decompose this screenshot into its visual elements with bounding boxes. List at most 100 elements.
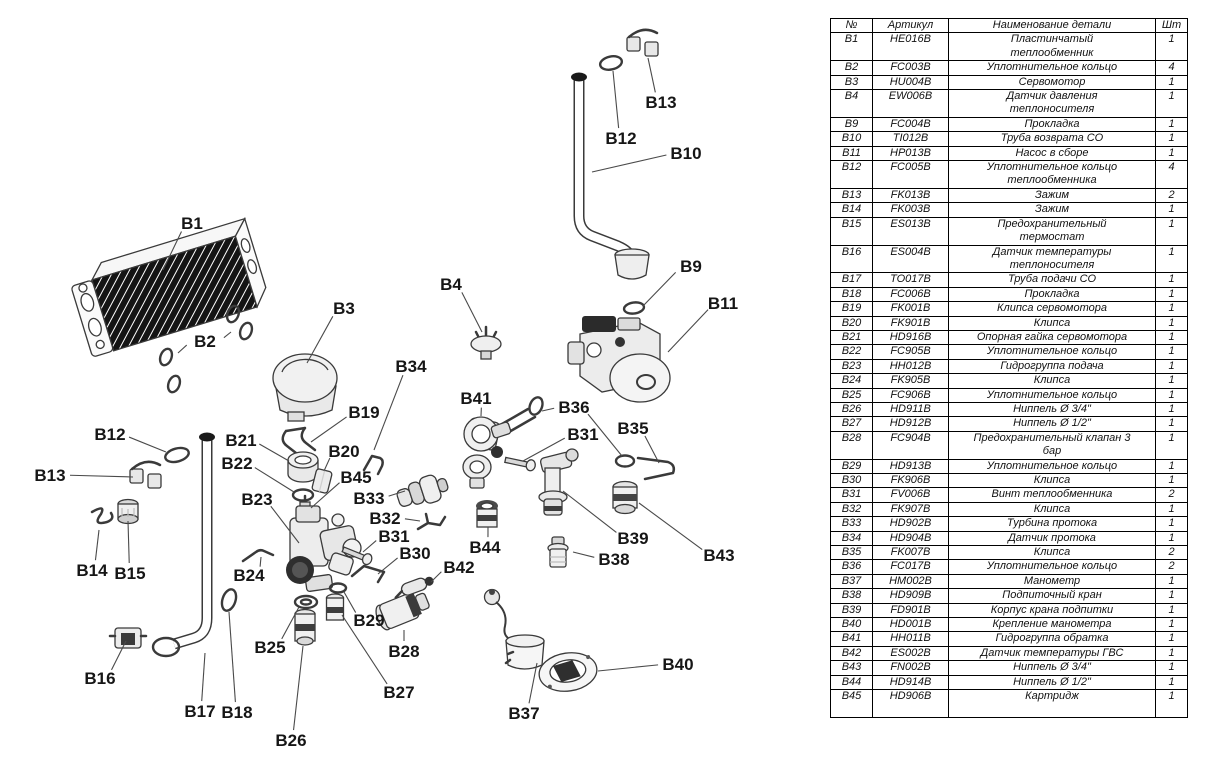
cell-no: B31 bbox=[831, 488, 873, 502]
cell-qty: 1 bbox=[1156, 302, 1188, 316]
cell-no: B3 bbox=[831, 75, 873, 89]
cell-articul: FK905B bbox=[873, 374, 949, 388]
cell-articul: FC906B bbox=[873, 388, 949, 402]
clip-b32-drawing bbox=[418, 514, 445, 529]
part-label-B35: B35 bbox=[617, 419, 648, 438]
cell-no: B37 bbox=[831, 574, 873, 588]
part-label-B45: B45 bbox=[340, 468, 371, 487]
part-label-B12: B12 bbox=[605, 129, 636, 148]
cell-articul: HD916B bbox=[873, 330, 949, 344]
leader-line bbox=[363, 541, 376, 552]
part-label-B3: B3 bbox=[333, 299, 355, 318]
cell-qty: 1 bbox=[1156, 374, 1188, 388]
part-label-B9: B9 bbox=[680, 257, 702, 276]
leader-line bbox=[431, 572, 441, 582]
part-label-B13: B13 bbox=[34, 466, 65, 485]
cell-articul: ES002B bbox=[873, 646, 949, 660]
part-label-B23: B23 bbox=[241, 490, 272, 509]
clip-b30-drawing bbox=[352, 566, 384, 582]
leader-line bbox=[70, 475, 133, 477]
leader-line bbox=[294, 646, 303, 730]
cell-articul: TI012B bbox=[873, 132, 949, 146]
pressure-sensor-drawing bbox=[471, 327, 501, 359]
cell-no: B45 bbox=[831, 690, 873, 718]
cell-articul: HD914B bbox=[873, 675, 949, 689]
nipple-b27-drawing bbox=[327, 594, 344, 620]
cell-no: B35 bbox=[831, 546, 873, 560]
cell-qty: 1 bbox=[1156, 402, 1188, 416]
part-label-B30: B30 bbox=[399, 544, 430, 563]
gasket-b9 bbox=[623, 301, 644, 315]
leader-line bbox=[311, 417, 347, 442]
clamp-b14-drawing bbox=[92, 508, 112, 523]
cell-qty: 1 bbox=[1156, 474, 1188, 488]
part-label-B33: B33 bbox=[353, 489, 384, 508]
cell-qty: 1 bbox=[1156, 203, 1188, 217]
cell-name: Уплотнительное кольцо bbox=[949, 459, 1156, 473]
leader-line bbox=[462, 292, 482, 332]
cell-name: Крепление манометра bbox=[949, 618, 1156, 632]
cell-articul: FC004B bbox=[873, 117, 949, 131]
cell-no: B23 bbox=[831, 359, 873, 373]
cell-articul: HU004B bbox=[873, 75, 949, 89]
cell-articul: TO017B bbox=[873, 273, 949, 287]
part-label-B34: B34 bbox=[395, 357, 427, 376]
cell-articul: FD901B bbox=[873, 603, 949, 617]
leader-line bbox=[202, 653, 205, 701]
servo-nut-b21-drawing bbox=[288, 452, 318, 482]
cell-name: Труба возврата СО bbox=[949, 132, 1156, 146]
part-label-B13: B13 bbox=[645, 93, 676, 112]
cell-no: B29 bbox=[831, 459, 873, 473]
leader-line bbox=[259, 444, 289, 461]
cell-articul: HD912B bbox=[873, 417, 949, 431]
cell-qty: 1 bbox=[1156, 574, 1188, 588]
cell-name: Турбина протока bbox=[949, 517, 1156, 531]
cell-qty: 1 bbox=[1156, 359, 1188, 373]
cell-no: B26 bbox=[831, 402, 873, 416]
cell-no: B43 bbox=[831, 661, 873, 675]
cell-no: B22 bbox=[831, 345, 873, 359]
cell-qty: 1 bbox=[1156, 146, 1188, 160]
clamp-b13-top-drawing bbox=[627, 30, 658, 56]
cell-articul: FC003B bbox=[873, 61, 949, 75]
washer-b25-drawing bbox=[295, 596, 317, 608]
cell-name: Датчик протока bbox=[949, 531, 1156, 545]
part-label-B22: B22 bbox=[221, 454, 252, 473]
cell-articul: HD001B bbox=[873, 618, 949, 632]
cell-no: B38 bbox=[831, 589, 873, 603]
cell-name: Ниппель Ø 3/4" bbox=[949, 402, 1156, 416]
cell-no: B40 bbox=[831, 618, 873, 632]
part-label-B2: B2 bbox=[194, 332, 216, 351]
part-label-B21: B21 bbox=[225, 431, 256, 450]
header-qty: Шт bbox=[1156, 19, 1188, 33]
cell-qty: 1 bbox=[1156, 33, 1188, 61]
cell-articul: FC905B bbox=[873, 345, 949, 359]
part-label-B40: B40 bbox=[662, 655, 693, 674]
part-label-B4: B4 bbox=[440, 275, 462, 294]
cell-no: B39 bbox=[831, 603, 873, 617]
cell-name: Ниппель Ø 1/2" bbox=[949, 675, 1156, 689]
cell-name: Уплотнительное кольцо bbox=[949, 560, 1156, 574]
part-label-B44: B44 bbox=[469, 538, 501, 557]
part-label-B41: B41 bbox=[460, 389, 491, 408]
cell-no: B27 bbox=[831, 417, 873, 431]
cell-no: B21 bbox=[831, 330, 873, 344]
servomotor-drawing bbox=[273, 354, 337, 421]
cell-name: Зажим bbox=[949, 188, 1156, 202]
